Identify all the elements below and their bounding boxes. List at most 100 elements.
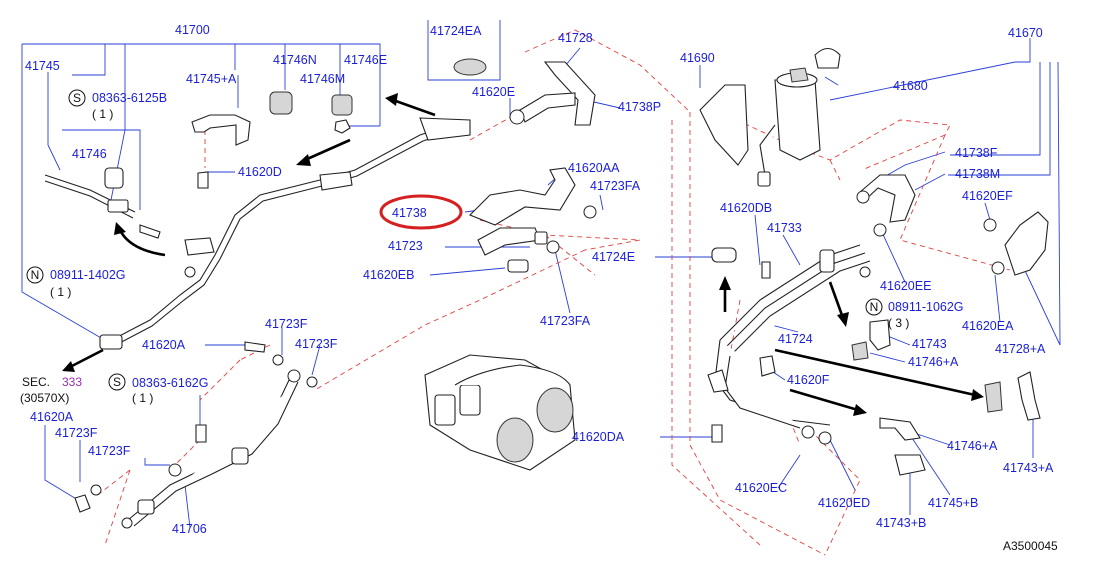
n-symbol-text-a: N [31, 268, 40, 282]
label-41620a: 41620A [142, 338, 186, 352]
pipe-41723 [477, 227, 541, 256]
diagram-code: A3500045 [1003, 539, 1058, 553]
reservoir-tank [774, 79, 821, 161]
hose-41728a [1004, 211, 1049, 276]
label-41620da: 41620DA [572, 430, 625, 444]
bolt-41620db [761, 261, 771, 279]
label-08911-1402g: 08911-1402G [50, 268, 126, 282]
clip-41746e [334, 119, 351, 134]
washer-41723f-d [168, 463, 182, 477]
s-symbol-text-b: S [113, 375, 121, 389]
grommet-41724e [711, 247, 737, 263]
label-41723f-c: 41723F [55, 426, 98, 440]
label-41670: 41670 [1008, 26, 1043, 40]
label-41620eb: 41620EB [363, 268, 414, 282]
label-41620d: 41620D [238, 165, 282, 179]
hose-41738p [519, 92, 576, 123]
label-41746a-upper: 41746+A [908, 355, 959, 369]
label-41746e: 41746E [344, 53, 387, 67]
label-41620ed: 41620ED [818, 496, 870, 510]
label-sec-sub: (30570X) [20, 391, 69, 405]
s-symbol-icon-2 [108, 373, 126, 391]
pipe-clip-lower [184, 237, 215, 256]
bolt-08363-6162g [195, 424, 207, 443]
label-41700: 41700 [175, 23, 210, 37]
washer-41723fa-lower [546, 240, 560, 254]
upper-left-clips [191, 91, 353, 189]
label-41745: 41745 [25, 59, 60, 73]
label-41723f-b: 41723F [295, 337, 338, 351]
reservoir-cap-41680 [814, 47, 841, 69]
label-41723f-d: 41723F [88, 444, 131, 458]
clip-41745a [191, 114, 251, 146]
label-41738: 41738 [392, 206, 427, 220]
label-41738p: 41738P [618, 100, 661, 114]
hose-41738f [859, 174, 916, 223]
pipe-clip [319, 171, 353, 191]
lower-hose-41706 [74, 341, 318, 529]
label-41743a: 41743+A [1003, 461, 1054, 475]
right-hoses [856, 174, 1049, 276]
qty-6125b: ( 1 ) [92, 107, 113, 121]
label-41620db: 41620DB [720, 201, 772, 215]
qty-1062g: ( 3 ) [888, 316, 909, 330]
n-symbol-icon-2 [865, 298, 883, 316]
fitting [534, 231, 548, 245]
label-41746a-lower: 41746+A [947, 439, 998, 453]
s-symbol-text-a: S [73, 91, 81, 105]
right-small-clips [851, 319, 1041, 476]
direction-arrows [62, 93, 984, 416]
grommet [184, 266, 196, 278]
clip-41620f [759, 355, 776, 377]
label-41706: 41706 [172, 522, 207, 536]
hose-41738 [469, 167, 576, 226]
label-sec-number: 333 [62, 375, 82, 389]
clamp-41620eb [507, 259, 529, 273]
label-41723: 41723 [388, 239, 423, 253]
s-symbol-icon [68, 89, 86, 107]
bolt-41620d [197, 171, 209, 189]
qty-1402g: ( 1 ) [50, 285, 71, 299]
label-41733: 41733 [767, 221, 802, 235]
label-41746m: 41746M [300, 72, 345, 86]
washer-41723f-a [272, 354, 284, 366]
label-41745a: 41745+A [186, 72, 237, 86]
highlight-ring-41738 [379, 194, 463, 230]
grommet-41724ea [453, 58, 487, 76]
dashed-guides [94, 29, 1011, 556]
bolt-41620a [244, 341, 266, 353]
label-41620e: 41620E [472, 85, 515, 99]
label-41728: 41728 [558, 31, 593, 45]
washer-41723f-b [306, 376, 318, 388]
label-41724ea: 41724EA [430, 24, 482, 38]
reservoir-assembly [699, 47, 841, 187]
label-41723f-a: 41723F [265, 317, 308, 331]
pipe-clip-assembly-41746 [44, 167, 161, 239]
center-hoses [469, 61, 597, 273]
grommet-41746a-2 [984, 381, 1003, 413]
main-brake-pipe [99, 117, 471, 350]
label-41738m: 41738M [955, 167, 1000, 181]
label-41743b: 41743+B [876, 516, 926, 530]
label-41728a: 41728+A [995, 342, 1046, 356]
label-41723fa-bottom: 41723FA [540, 314, 591, 328]
label-41746n: 41746N [273, 53, 317, 67]
clip-41746 [104, 167, 124, 189]
hose-end [757, 171, 771, 187]
pipe-flare-nut [99, 334, 123, 350]
label-sec: SEC. [22, 375, 50, 389]
right-pipe-bundle [707, 244, 871, 445]
clamp-41620e [509, 109, 525, 125]
bracket-41690 [699, 84, 749, 166]
label-41620ef: 41620EF [962, 189, 1013, 203]
clip-41743a [1017, 371, 1041, 421]
part-labels: 41700 41745 41745+A 41746N 41746M 41746E… [20, 23, 1058, 553]
label-41738f: 41738F [955, 146, 998, 160]
abs-actuator-unit [424, 354, 576, 471]
label-41743: 41743 [912, 337, 947, 351]
label-08363-6162g: 08363-6162G [132, 376, 208, 390]
washer-41723fa [583, 205, 597, 219]
pipe-bracket [419, 117, 471, 141]
clamp [107, 199, 129, 213]
